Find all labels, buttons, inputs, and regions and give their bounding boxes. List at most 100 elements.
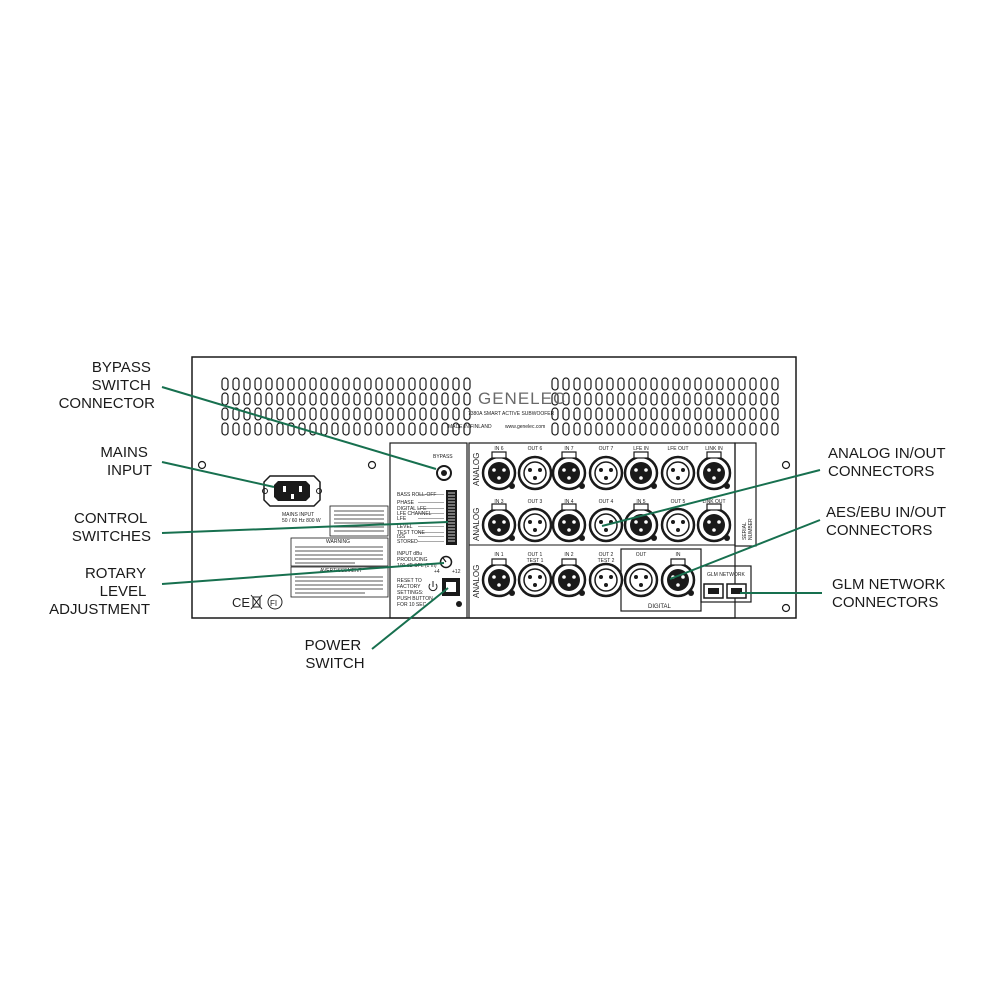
vent-slot xyxy=(661,422,669,436)
aes-ebu-connector[interactable] xyxy=(623,562,659,598)
vent-slot xyxy=(430,422,438,436)
connector-label: OUT 4 xyxy=(599,499,614,505)
glm-port-2[interactable] xyxy=(726,583,747,599)
vent-slot xyxy=(771,377,779,391)
connector-label: OUT 6 xyxy=(528,446,543,452)
vent-slot xyxy=(265,392,273,406)
xlr-connector[interactable] xyxy=(481,503,517,543)
vent-slot xyxy=(595,407,603,421)
vent-slot xyxy=(683,392,691,406)
xlr-connector[interactable] xyxy=(481,451,517,491)
vent-slot xyxy=(309,407,317,421)
vent-slot xyxy=(452,422,460,436)
vent-slot xyxy=(419,407,427,421)
vent-slot xyxy=(716,407,724,421)
vent-slot xyxy=(419,422,427,436)
xlr-connector[interactable] xyxy=(551,451,587,491)
vent-slot xyxy=(551,392,559,406)
weee-bin-icon xyxy=(250,594,263,610)
connector-label: OUT 5 xyxy=(671,499,686,505)
xlr-connector[interactable] xyxy=(517,562,553,598)
vent-slot xyxy=(353,377,361,391)
vent-slot xyxy=(298,407,306,421)
vent-slot xyxy=(628,407,636,421)
vent-slot xyxy=(617,422,625,436)
vent-slot xyxy=(375,407,383,421)
vent-slot xyxy=(463,407,471,421)
vent-slot xyxy=(749,377,757,391)
vent-slot xyxy=(617,392,625,406)
xlr-connector[interactable] xyxy=(551,558,587,598)
vent-slot xyxy=(375,392,383,406)
connector-label: IN xyxy=(676,552,681,558)
vent-slot xyxy=(364,392,372,406)
input-label-1: INPUT dBu xyxy=(397,551,422,557)
switch-label: ISS xyxy=(397,534,406,540)
xlr-connector[interactable] xyxy=(517,507,553,543)
vent-slot xyxy=(771,392,779,406)
vent-slot xyxy=(221,422,229,436)
vent-slot xyxy=(430,377,438,391)
vent-slot xyxy=(419,392,427,406)
vent-slot xyxy=(441,422,449,436)
vent-slot xyxy=(760,392,768,406)
vent-slot xyxy=(595,422,603,436)
connector-label: IN 5 xyxy=(636,499,645,505)
xlr-connector[interactable] xyxy=(660,507,696,543)
xlr-connector[interactable] xyxy=(588,455,624,491)
vent-slot xyxy=(254,422,262,436)
vent-slot xyxy=(364,422,372,436)
xlr-connector[interactable] xyxy=(696,451,732,491)
connector-label: LFE IN xyxy=(633,446,649,452)
vent-slot xyxy=(727,422,735,436)
vent-slot xyxy=(353,407,361,421)
xlr-connector[interactable] xyxy=(517,455,553,491)
warning-title: WARNING xyxy=(326,539,350,545)
mains-label-1: MAINS INPUT xyxy=(282,512,314,518)
vent-slot xyxy=(705,377,713,391)
vent-slot xyxy=(309,392,317,406)
vent-slot xyxy=(397,407,405,421)
xlr-connector[interactable] xyxy=(551,503,587,543)
panel-screw xyxy=(781,460,791,470)
vent-slot xyxy=(738,392,746,406)
mains-input-connector[interactable] xyxy=(262,475,322,507)
vent-slot xyxy=(254,392,262,406)
serial-label: SERIAL xyxy=(742,522,748,540)
xlr-connector[interactable] xyxy=(623,451,659,491)
vent-slot xyxy=(694,422,702,436)
vent-slot xyxy=(639,377,647,391)
reset-label-3: SETTINGS: xyxy=(397,590,423,596)
vent-slot xyxy=(331,422,339,436)
xlr-connector[interactable] xyxy=(588,562,624,598)
vent-slot xyxy=(650,422,658,436)
connector-label: OUT xyxy=(636,552,647,558)
vent-slot xyxy=(408,407,416,421)
xlr-connector[interactable] xyxy=(481,558,517,598)
vent-slot xyxy=(386,407,394,421)
vent-slot xyxy=(232,377,240,391)
bypass-connector-core xyxy=(441,470,447,476)
xlr-connector[interactable] xyxy=(696,503,732,543)
vent-slot xyxy=(727,407,735,421)
dip-switch-positions xyxy=(448,492,455,542)
vent-slot xyxy=(441,392,449,406)
vent-slot xyxy=(672,377,680,391)
callout-glm: GLM NETWORK CONNECTORS xyxy=(832,576,950,611)
vent-slot xyxy=(595,392,603,406)
xlr-connector[interactable] xyxy=(623,503,659,543)
connector-label: TEST 1 xyxy=(527,558,544,564)
vent-slot xyxy=(738,407,746,421)
vent-slot xyxy=(639,407,647,421)
panel-screw xyxy=(367,460,377,470)
vent-slot xyxy=(661,392,669,406)
vent-slot xyxy=(243,377,251,391)
leader-power xyxy=(371,587,449,650)
xlr-connector[interactable] xyxy=(660,455,696,491)
vent-slot xyxy=(562,377,570,391)
vent-slot xyxy=(265,377,273,391)
connector-label: IN 7 xyxy=(564,446,573,452)
dip-switch-bank[interactable] xyxy=(446,490,457,545)
glm-port-1[interactable] xyxy=(703,583,724,599)
